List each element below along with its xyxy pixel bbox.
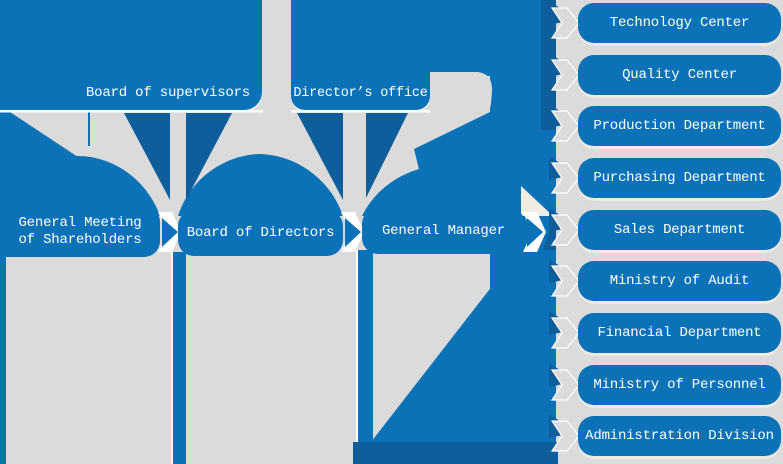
dept-label: Administration Division (585, 428, 774, 444)
dept-tab-financial-department: Financial Department (578, 313, 781, 353)
dome-board-of-directors (178, 154, 343, 216)
node-label-line1: General Meeting (18, 214, 142, 231)
node-label: General Manager (381, 222, 506, 239)
dept-tab-production-department: Production Department (578, 106, 781, 146)
dept-connector (549, 104, 580, 142)
thin-connector-line (88, 112, 90, 146)
dept-tab-sales-department: Sales Department (578, 210, 781, 250)
dept-label: Technology Center (609, 15, 750, 31)
bar-middle (173, 252, 186, 464)
dept-tab-ministry-of-audit: Ministry of Audit (578, 261, 781, 301)
dome-general-manager (362, 165, 525, 216)
seam (171, 252, 173, 464)
flow-arrow (523, 212, 546, 252)
dept-connector (549, 259, 580, 297)
dome-general-meeting (0, 155, 160, 216)
dept-tab-quality-center: Quality Center (578, 55, 781, 95)
node-label: Board of supervisors (85, 85, 250, 101)
node-general-meeting-of-shareholders: General Meeting of Shareholders (0, 206, 160, 257)
dept-connector (549, 156, 580, 194)
node-label-line2: of Shareholders (18, 231, 142, 248)
seam (356, 250, 358, 444)
node-general-manager: General Manager (362, 208, 525, 254)
dept-label: Quality Center (622, 67, 737, 83)
dept-connector (549, 311, 580, 349)
bar-left (0, 252, 6, 464)
dept-tab-purchasing-department: Purchasing Department (578, 158, 781, 198)
dept-label: Sales Department (613, 222, 746, 238)
dept-tab-administration-division: Administration Division (578, 416, 781, 456)
gray-notch (414, 72, 493, 150)
dept-label: Purchasing Department (593, 170, 766, 186)
dept-label: Production Department (593, 118, 766, 134)
column-dark-strip (541, 0, 556, 130)
dept-connector (549, 208, 580, 246)
dept-label: Financial Department (597, 325, 762, 341)
node-board-of-supervisors: Board of supervisors (0, 0, 262, 110)
dept-connector (549, 414, 580, 452)
bottom-bar (353, 442, 558, 464)
seam (0, 110, 263, 113)
seam (291, 110, 430, 113)
flow-arrow (158, 212, 181, 252)
dept-connector (549, 53, 580, 91)
node-label: Board of Directors (186, 224, 335, 241)
flow-arrow (341, 212, 364, 252)
dark-wedge (366, 113, 408, 198)
bar-right (358, 250, 373, 444)
dark-wedge (297, 113, 343, 200)
dept-label: Ministry of Personnel (593, 377, 766, 393)
dept-connector (549, 363, 580, 401)
dept-tab-ministry-of-personnel: Ministry of Personnel (578, 365, 781, 405)
dept-connector (549, 1, 580, 39)
dark-wedge (186, 113, 232, 200)
highlight-triangle (521, 186, 553, 216)
node-directors-office: Director’s office (291, 0, 430, 110)
node-board-of-directors: Board of Directors (178, 210, 343, 256)
dept-tab-technology-center: Technology Center (578, 3, 781, 43)
dark-wedge (124, 113, 170, 200)
diagonal-wedge (371, 254, 556, 442)
dept-label: Ministry of Audit (609, 273, 750, 289)
node-label: Director’s office (293, 86, 428, 101)
